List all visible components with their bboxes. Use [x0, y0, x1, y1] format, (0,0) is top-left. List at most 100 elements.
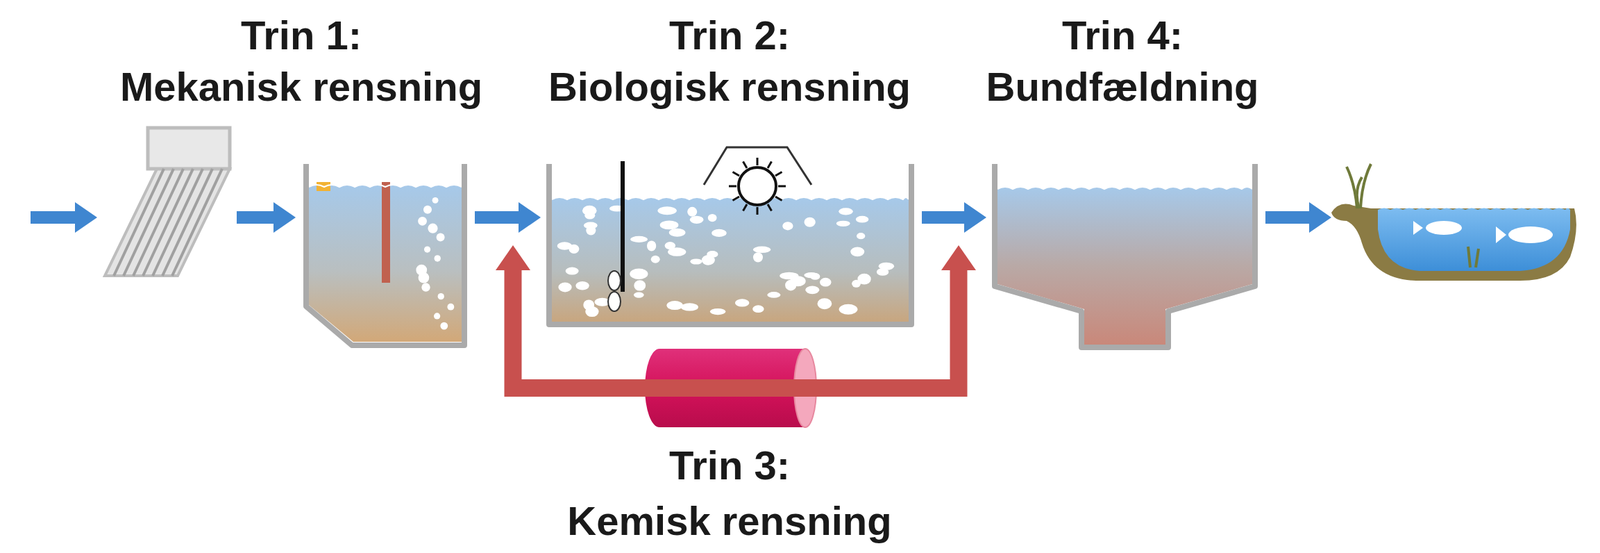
- aeration-tank: [551, 197, 909, 322]
- aeration-tank: [708, 213, 718, 222]
- aeration-tank: [775, 196, 783, 201]
- aeration-tank: [651, 255, 661, 264]
- aeration-tank: [805, 285, 820, 295]
- flow-arrow: [1265, 201, 1332, 233]
- primary-tank: [424, 245, 431, 252]
- recipient-lake: [1413, 220, 1553, 243]
- aeration-tank: [778, 185, 786, 188]
- primary-tank: [436, 232, 445, 241]
- aeration-tank: [732, 196, 740, 201]
- bar-screen: [172, 168, 223, 276]
- recipient-lake: [1508, 226, 1553, 243]
- primary-tank: [433, 312, 441, 319]
- aeration-tank: [752, 304, 764, 313]
- aeration-tank: [565, 267, 579, 275]
- aeration-tank: [667, 247, 686, 257]
- aeration-tank: [803, 272, 819, 278]
- stage-heading: Trin 4:Bundfældning: [986, 9, 1260, 113]
- aeration-tank: [585, 225, 596, 236]
- aeration-tank: [753, 246, 771, 253]
- aeration-tank: [728, 157, 786, 215]
- aeration-tank: [608, 291, 621, 311]
- connector-line: [921, 211, 965, 224]
- bar-screen: [147, 127, 230, 169]
- primary-tank: [440, 322, 448, 330]
- aeration-tank: [575, 281, 589, 290]
- aeration-tank: [838, 207, 854, 215]
- stage-box: Trin 2:Biologisk rensning: [549, 168, 912, 325]
- primary-tank: [421, 282, 430, 291]
- aeration-tank: [633, 279, 646, 291]
- bar-screen: [104, 168, 230, 276]
- aeration-tank: [728, 185, 737, 188]
- primary-tank: [308, 184, 462, 187]
- connector-line: [474, 211, 520, 224]
- aeration-tank: [839, 304, 858, 315]
- flow-connector: [474, 201, 541, 233]
- settling-tank: [997, 186, 1253, 189]
- arrow-head: [941, 245, 976, 271]
- recipient-lake: [1346, 163, 1479, 268]
- aeration-tank: [850, 247, 865, 257]
- arrow-head: [518, 201, 541, 233]
- primary-tank: [418, 272, 430, 284]
- aeration-tank: [608, 270, 621, 291]
- flow-arrow: [236, 201, 296, 233]
- aeration-tank: [817, 297, 833, 309]
- flow-connector: [921, 201, 987, 233]
- settling-tank: [994, 163, 1256, 348]
- aeration-tank: [851, 279, 861, 288]
- aeration-tank: [629, 267, 648, 280]
- primary-tank: [447, 303, 454, 311]
- primary-tank: [434, 254, 441, 261]
- recipient-lake: [1331, 163, 1577, 281]
- aeration-tank: [756, 206, 759, 215]
- stage-heading: Trin 1:Mekanisk rensning: [120, 9, 483, 113]
- step-name: Bundfældning: [986, 61, 1260, 113]
- bar-screen: [152, 168, 203, 276]
- recipient-lake: [1360, 163, 1371, 209]
- bar-screen: [142, 168, 193, 276]
- arrow-head: [495, 245, 531, 271]
- stage-heading: Trin 2:Biologisk rensning: [548, 9, 911, 113]
- aeration-tank: [789, 275, 806, 286]
- aeration-tank: [855, 215, 869, 223]
- aeration-tank: [646, 240, 656, 251]
- primary-tank: [438, 292, 445, 300]
- bar-screen: [113, 168, 223, 276]
- aeration-tank: [666, 300, 683, 310]
- aeration-tank: [803, 217, 815, 227]
- aeration-tank: [711, 229, 727, 237]
- recipient-lake: [1495, 226, 1507, 243]
- aeration-tank: [630, 236, 648, 243]
- stage-box: Trin 4:Bundfældning: [994, 168, 1256, 348]
- step-name: Kemisk rensning: [567, 492, 892, 549]
- bar-screen: [104, 127, 230, 276]
- aeration-tank: [738, 167, 777, 205]
- aeration-tank: [549, 147, 912, 325]
- aeration-tank: [743, 161, 748, 168]
- step-name: Mekanisk rensning: [120, 61, 483, 113]
- flow-connector: [495, 245, 817, 389]
- recipient-lake: [1346, 166, 1358, 209]
- recipient-lake: [1377, 208, 1571, 272]
- flow-connector: [816, 245, 976, 389]
- aeration-tank: [753, 251, 763, 262]
- step-number: Trin 3:: [567, 437, 892, 493]
- bar-screen: [113, 168, 164, 276]
- primary-tank: [306, 163, 465, 345]
- aeration-tank: [558, 281, 572, 292]
- aeration-tank: [620, 161, 625, 292]
- aeration-tank: [706, 250, 718, 258]
- recipient-lake: [1357, 177, 1362, 209]
- recipient-lake: [1331, 204, 1577, 281]
- aeration-tank: [836, 220, 851, 227]
- aeration-tank: [876, 267, 889, 276]
- aeration-tank: [669, 228, 686, 237]
- settling-tank: [994, 163, 1256, 348]
- connector-line: [512, 269, 817, 389]
- recipient-lake: [1468, 246, 1471, 268]
- aeration-tank: [689, 215, 704, 224]
- aeration-tank: [660, 220, 679, 230]
